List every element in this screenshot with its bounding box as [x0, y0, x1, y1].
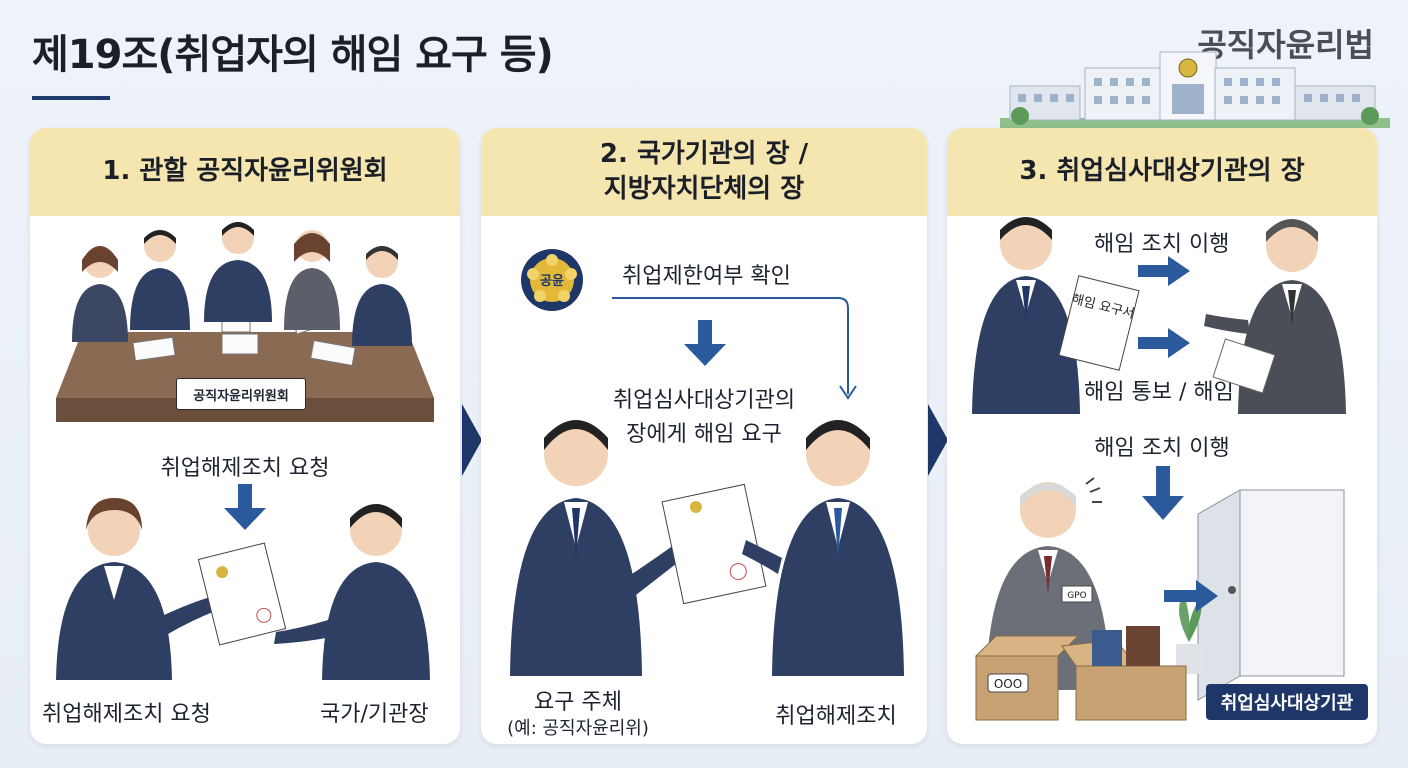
law-name: 공직자윤리법	[1197, 26, 1374, 64]
panel-1-heading: 1. 관할 공직자윤리위원회	[30, 128, 460, 216]
box-label-text: OOO	[994, 677, 1022, 691]
title-underline	[32, 96, 110, 100]
down-arrow-icon	[1142, 466, 1184, 520]
committee-meeting-illustration	[56, 222, 434, 422]
left-caption: 취업해제조치 요청	[42, 702, 211, 727]
institution-badge: 취업심사대상기관	[1206, 684, 1368, 720]
subject-label: 요구 주체	[534, 690, 622, 715]
middle-label: 해임 조치 이행	[1094, 436, 1230, 461]
dismissed-employee-illustration: GPO OOO	[974, 477, 1345, 721]
government-building-illustration	[1000, 51, 1390, 128]
ethics-seal-icon: 공윤	[521, 249, 583, 311]
panel-2-heading: 2. 국가기관의 장 / 지방자치단체의 장	[481, 128, 927, 216]
document-handover-illustration	[56, 498, 430, 680]
demand-handover-illustration	[510, 420, 904, 676]
recipient-illustration	[1204, 219, 1346, 414]
committee-table-sign: 공직자윤리위원회	[176, 378, 306, 410]
right-caption: 국가/기관장	[320, 702, 429, 727]
manager-with-document-illustration: 해임 요구서	[972, 217, 1140, 414]
right-arrow-icon	[1138, 256, 1190, 286]
down-arrow-icon	[224, 484, 266, 530]
demand-label-line2: 장에게 해임 요구	[626, 422, 782, 447]
action-label: 취업해제조치	[775, 704, 897, 729]
top-label: 해임 조치 이행	[1094, 232, 1230, 257]
right-arrow-icon	[1138, 328, 1190, 358]
request-arrow-label: 취업해제조치 요청	[160, 456, 330, 481]
panel-3-heading: 3. 취업심사대상기관의 장	[947, 128, 1377, 216]
notice-label: 해임 통보 / 해임	[1084, 380, 1234, 405]
check-label: 취업제한여부 확인	[622, 264, 791, 289]
subject-example: (예: 공직자윤리위)	[507, 718, 649, 739]
panel-2-heading-line2: 지방자치단체의 장	[603, 174, 805, 204]
demand-label-line1: 취업심사대상기관의	[612, 388, 796, 413]
chevron-right-icon	[462, 404, 482, 476]
panel-2-heading-line1: 2. 국가기관의 장 /	[599, 138, 809, 169]
chevron-right-icon	[928, 404, 948, 476]
flow-connector-arrows	[612, 297, 857, 400]
page-title: 제19조(취업자의 해임 요구 등)	[32, 32, 554, 78]
id-badge-text: GPO	[1067, 591, 1087, 601]
seal-text: 공윤	[540, 274, 564, 289]
